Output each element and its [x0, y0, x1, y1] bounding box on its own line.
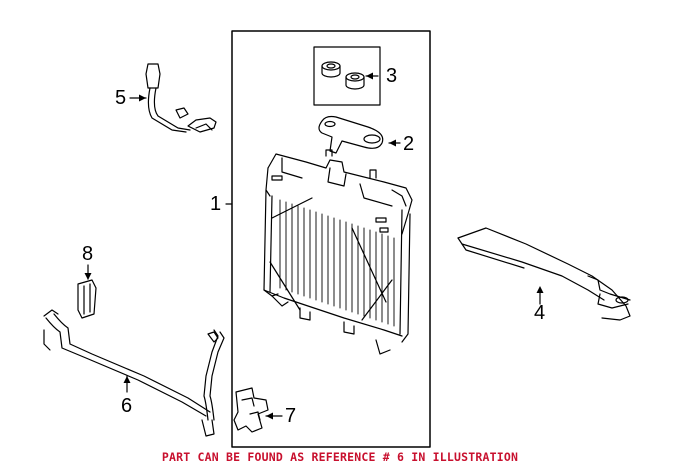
callout-5: 5 [115, 87, 127, 109]
cap-part-3 [321, 61, 365, 90]
bracket-part-2 [318, 115, 384, 154]
bracket-part-4 [457, 227, 631, 321]
callout-6: 6 [121, 395, 133, 417]
hose-part-5 [145, 63, 217, 133]
callout-2: 2 [403, 133, 415, 155]
radiator-assembly-frame [231, 30, 431, 448]
callout-1: 1 [210, 193, 222, 215]
caps-inset-box [313, 46, 381, 106]
arrowheads [84, 72, 544, 420]
pipe-part-6 [43, 309, 225, 437]
callout-3: 3 [386, 65, 398, 87]
clip-part-8 [77, 279, 97, 319]
callout-8: 8 [82, 243, 94, 265]
callout-7: 7 [285, 405, 297, 427]
part-reference-note: PART CAN BE FOUND AS REFERENCE # 6 IN IL… [161, 450, 519, 464]
bracket-part-7 [233, 387, 269, 433]
callout-4: 4 [534, 302, 546, 324]
radiator-part-1 [263, 149, 413, 355]
leader-lines [87, 75, 541, 417]
